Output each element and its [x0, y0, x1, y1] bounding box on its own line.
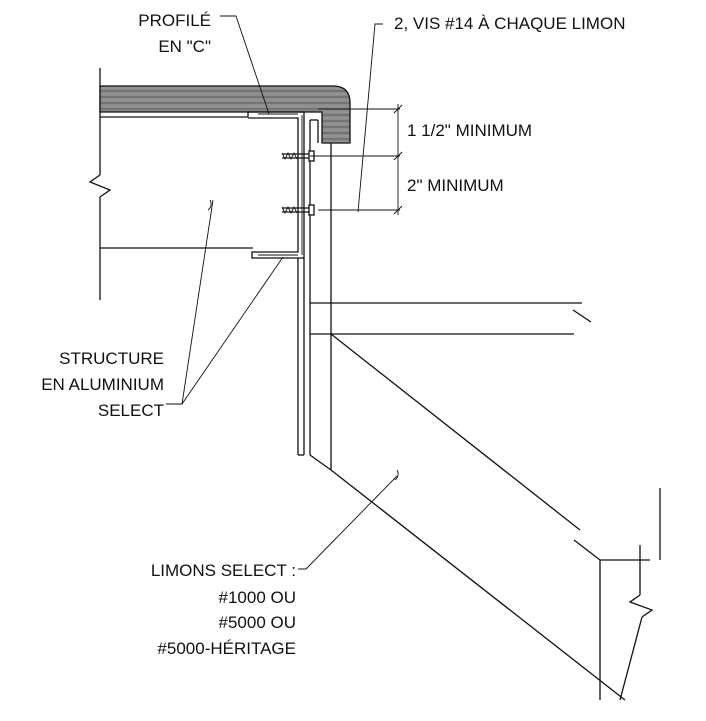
label-structure-line1: STRUCTURE	[59, 349, 164, 368]
label-stringers-line3: #5000 OU	[219, 613, 297, 632]
label-stringers-line4: #5000-HÉRITAGE	[157, 639, 296, 658]
dimension-lines	[310, 104, 403, 215]
label-profile-line2: EN "C"	[158, 37, 211, 56]
leader-lines	[166, 15, 398, 570]
label-dimension-bottom: 2" MINIMUM	[407, 176, 504, 195]
stringer-frame	[310, 302, 650, 701]
label-profile-line1: PROFILÉ	[138, 11, 211, 30]
deck-tread	[99, 85, 351, 144]
aluminium-structure-beam	[88, 68, 253, 300]
stringer-vertical-plate	[297, 119, 332, 471]
label-stringers-line1: LIMONS SELECT :	[151, 561, 296, 580]
screw-bottom	[281, 204, 315, 216]
label-stringers-line2: #1000 OU	[219, 588, 297, 607]
label-structure-line2: EN ALUMINIUM	[41, 375, 164, 394]
label-screws: 2, VIS #14 À CHAQUE LIMON	[394, 14, 625, 33]
label-stringers: LIMONS SELECT : #1000 OU #5000 OU #5000-…	[151, 561, 296, 658]
lower-landing	[394, 469, 661, 701]
label-profile: PROFILÉ EN "C"	[138, 11, 211, 56]
label-dimension-top: 1 1/2" MINIMUM	[407, 121, 532, 140]
label-structure: STRUCTURE EN ALUMINIUM SELECT	[41, 349, 164, 420]
c-profile	[247, 111, 305, 259]
label-structure-line3: SELECT	[98, 401, 164, 420]
